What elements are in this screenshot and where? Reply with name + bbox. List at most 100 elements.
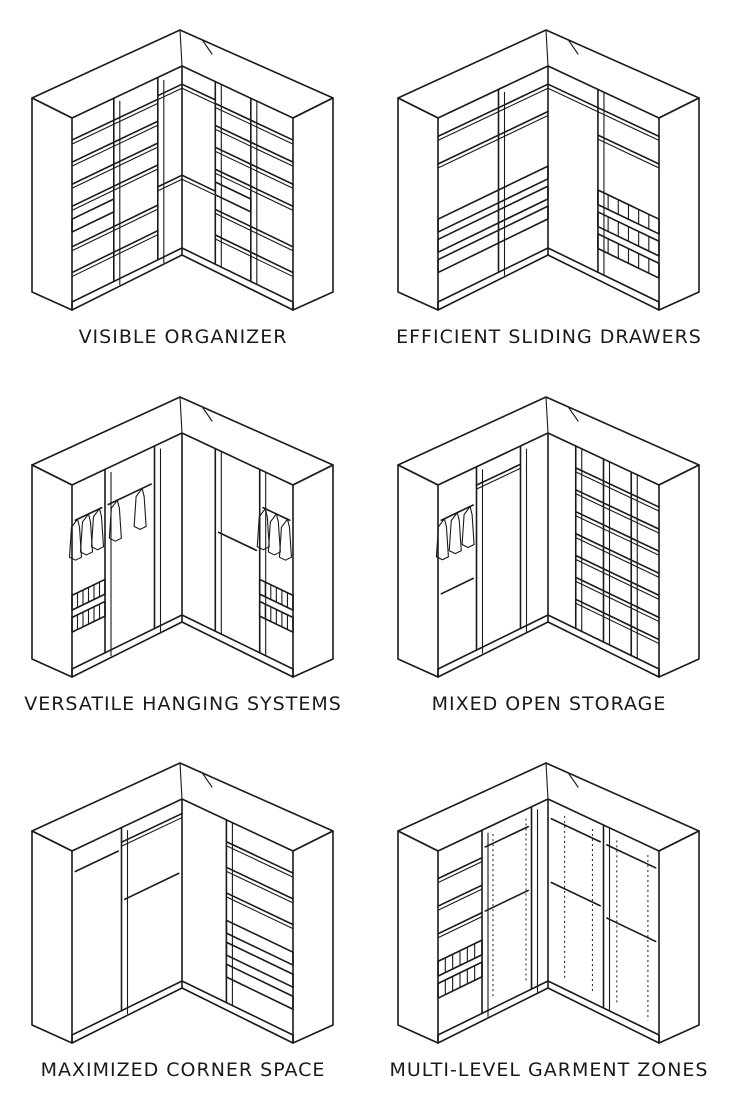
- shirt-mid-1: [133, 487, 147, 531]
- top-corner-seam: [545, 762, 549, 800]
- shelf-right-edge-1: [225, 870, 294, 904]
- drawer-right-0: [214, 181, 252, 213]
- plinth-top: [437, 247, 660, 311]
- shelf-corner-edge-0: [157, 87, 183, 101]
- rod-left-top: [484, 825, 529, 848]
- shelf-corner-edge-0: [547, 87, 599, 113]
- shelf-left-2: [71, 142, 159, 186]
- corner-wardrobe-drawing: [31, 762, 334, 1044]
- plinth-top: [71, 980, 294, 1044]
- shelf-right-edge-0: [214, 106, 294, 145]
- top-seam-right: [568, 773, 579, 788]
- rod-left-low: [440, 577, 474, 595]
- left-end-panel: [31, 97, 73, 311]
- corner-wardrobe-drawing: [31, 396, 334, 678]
- shelf-right-2: [214, 146, 294, 186]
- shelf-right-edge-1: [214, 128, 294, 167]
- plinth-top: [71, 614, 294, 678]
- right-end-panel: [292, 464, 334, 678]
- panel-mixed-open-storage: MIXED OPEN STORAGE: [366, 367, 732, 733]
- shelf-right-0: [597, 106, 660, 138]
- drawer-left-0: [71, 198, 115, 233]
- shelf-corner-r-edge-0: [181, 87, 216, 105]
- top-seam-right: [202, 40, 213, 55]
- shelf-left-1: [71, 120, 159, 163]
- corner-wardrobe-drawing: [397, 396, 700, 678]
- shelf-right-edge-0: [597, 111, 660, 141]
- rod-mid: [107, 483, 152, 506]
- top-corner-seam: [179, 29, 183, 67]
- shirt-right-1: [267, 512, 281, 556]
- shelf-right-edge-2: [214, 150, 294, 189]
- shelf-mid-edge-0: [475, 467, 522, 490]
- shirt-left-2: [461, 505, 475, 549]
- right-end-panel: [292, 830, 334, 1044]
- cubby-right-0: [574, 467, 660, 508]
- drawer-right-1: [225, 941, 294, 988]
- panel-maximized-corner-space: MAXIMIZED CORNER SPACE: [0, 733, 366, 1099]
- shirt-left-0: [435, 517, 449, 561]
- shelf-right-4: [214, 208, 294, 248]
- shelf-left-edge-4: [71, 208, 159, 252]
- shelf-right-edge-4: [214, 212, 294, 252]
- plinth-top: [437, 980, 660, 1044]
- shelf-left-edge-1: [71, 124, 159, 167]
- shelf-left-3: [71, 164, 159, 208]
- drawer-right-2: [225, 963, 294, 1011]
- rod-left-mid: [484, 889, 529, 912]
- shelf-right-1: [214, 124, 294, 163]
- cubby-right-2: [574, 510, 660, 553]
- rod-right-low: [217, 531, 258, 552]
- shelf-corner-edge-1: [157, 178, 183, 192]
- drawer-left-2: [437, 205, 549, 274]
- panel-caption: MULTI-LEVEL GARMENT ZONES: [389, 1059, 709, 1081]
- shelf-right-1: [597, 134, 660, 165]
- panel-caption: VERSATILE HANGING SYSTEMS: [24, 693, 342, 715]
- shelf-right-edge-2: [225, 896, 294, 930]
- shirt-left-0: [68, 517, 83, 561]
- plinth-bottom: [71, 254, 294, 311]
- shelf-left-1: [437, 110, 549, 165]
- shelf-left-4: [71, 204, 159, 248]
- panel-versatile-hanging-systems: VERSATILE HANGING SYSTEMS: [0, 367, 366, 733]
- shelf-right-edge-0: [225, 845, 294, 878]
- shelf-right-5: [214, 234, 294, 274]
- plinth-bottom: [437, 254, 660, 311]
- shelf-left-0: [437, 83, 549, 138]
- cubby-right-edge-4: [575, 558, 660, 600]
- panel-caption: EFFICIENT SLIDING DRAWERS: [396, 326, 702, 348]
- right-end-panel: [658, 830, 700, 1044]
- shelf-right-edge-1: [597, 138, 660, 169]
- rod-right-end: [606, 844, 657, 869]
- left-end-panel: [397, 830, 439, 1044]
- plinth-top: [437, 614, 660, 678]
- panel-visible-organizer: VISIBLE ORGANIZER: [0, 0, 366, 366]
- shelf-right-3: [214, 168, 294, 208]
- cubby-right-edge-0: [575, 471, 660, 512]
- cubby-right-edge-6: [575, 602, 660, 645]
- shelf-left-1: [437, 884, 483, 907]
- rod-left: [74, 850, 119, 873]
- rod-right-low: [606, 917, 657, 943]
- shelf-left-0: [71, 98, 159, 141]
- top-seam-right: [202, 407, 213, 422]
- cubby-right-1: [574, 489, 660, 530]
- shelf-corner-r-1: [181, 174, 217, 192]
- cubby-right-edge-3: [575, 537, 660, 578]
- shelf-left-0: [437, 856, 483, 880]
- top-seam-right: [202, 773, 213, 788]
- panel-caption: MIXED OPEN STORAGE: [431, 693, 667, 715]
- shelf-right-edge-5: [214, 238, 294, 278]
- shelf-right-0: [225, 840, 294, 874]
- left-end-panel: [31, 830, 73, 1044]
- panel-multi-level-garment-zones: MULTI-LEVEL GARMENT ZONES: [366, 733, 732, 1099]
- shelf-corner-0: [547, 83, 599, 109]
- cubby-right-edge-5: [575, 580, 660, 623]
- shelf-corner-0: [157, 83, 183, 97]
- shelf-left-edge-0: [71, 102, 159, 145]
- drawer-left-1: [437, 185, 549, 254]
- plinth-bottom: [437, 987, 660, 1044]
- rod-corner: [124, 872, 180, 901]
- shelf-left-edge-0: [437, 861, 483, 884]
